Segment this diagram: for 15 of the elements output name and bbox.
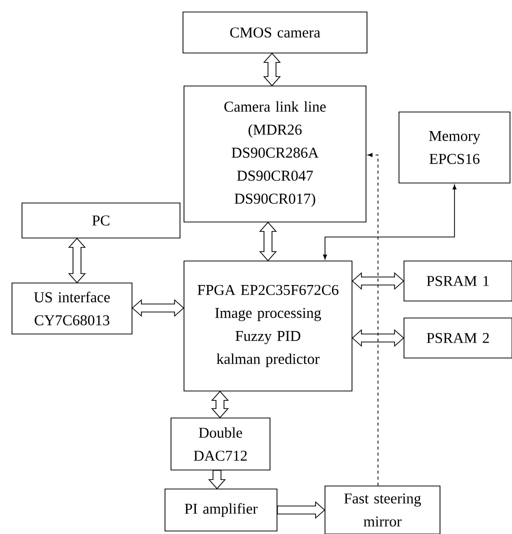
hollow-arrow [208, 470, 226, 490]
process-box: PC [22, 202, 180, 238]
arrow [323, 184, 456, 260]
process-box: PSRAM 1 [404, 260, 512, 302]
process-box: PI amplifier [164, 488, 278, 532]
dashed-arrow [368, 153, 378, 486]
process-box: CMOS camera [182, 12, 368, 54]
process-box: US interface CY7C68013 [12, 282, 132, 334]
process-box: Memory EPCS16 [398, 112, 510, 184]
process-box: Camera link line (MDR26 DS90CR286A DS90CR047 DS90CR017) [184, 86, 366, 222]
hollow-arrow [277, 501, 326, 519]
process-box: FPGA EP2C35F672C6 Image processing Fuzzy PID kalman predictor [184, 260, 352, 392]
process-box: Double DAC712 [170, 418, 270, 470]
process-box: Fast steering mirror [324, 486, 440, 534]
process-box: PSRAM 2 [404, 318, 512, 358]
